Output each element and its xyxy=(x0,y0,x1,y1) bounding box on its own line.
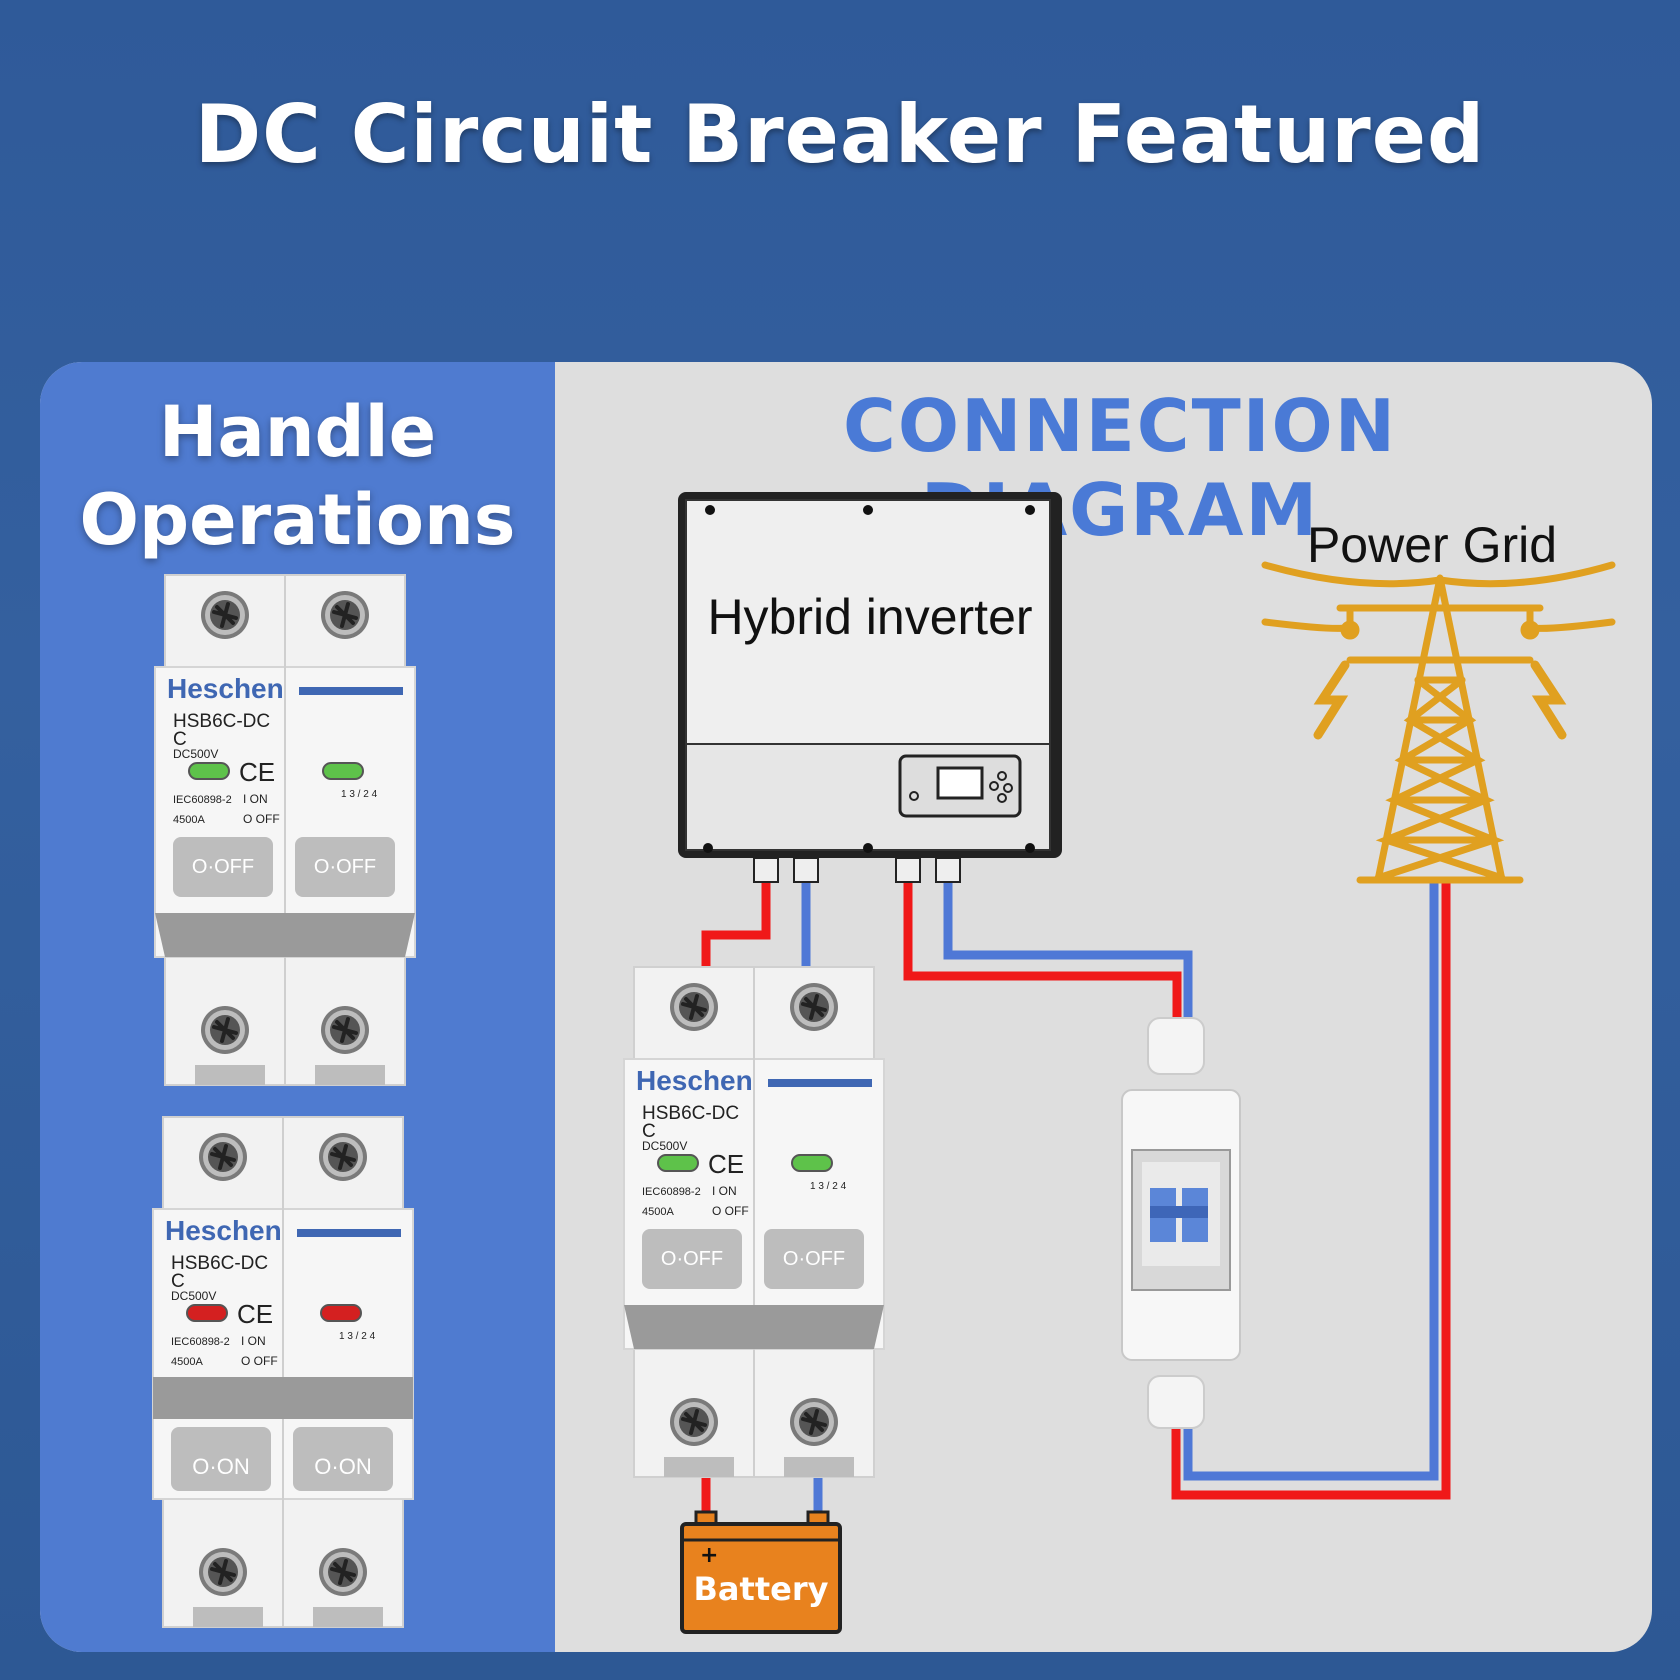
wire-isolator-grid-red xyxy=(1171,880,1451,1500)
breaker-voltage: DC500V xyxy=(171,1289,216,1303)
breaker-standard: IEC60898-2 xyxy=(642,1186,701,1198)
breaker-voltage: DC500V xyxy=(173,747,218,761)
battery-plus-label: + xyxy=(700,1543,718,1568)
breaker-terminals: 1 3 / 2 4 xyxy=(341,789,378,800)
status-led-red xyxy=(320,1304,362,1322)
breaker-capacity: 4500A xyxy=(173,814,205,826)
breaker-on-red: Heschen HSB6C-DC C DC500V CE IEC60898-2 … xyxy=(152,1116,414,1628)
status-led-red xyxy=(186,1304,228,1322)
breaker-on-mark: I ON xyxy=(243,792,268,806)
handle-operations-line2: Operations xyxy=(79,479,516,561)
breaker-capacity: 4500A xyxy=(171,1356,203,1368)
wire-isolator-grid-blue xyxy=(1183,880,1439,1481)
battery: + Battery xyxy=(680,1510,842,1634)
status-led-green xyxy=(322,762,364,780)
wire-inverter-breaker-red xyxy=(701,882,771,975)
breaker-on-mark: I ON xyxy=(712,1184,737,1198)
handle-off-label: O·OFF xyxy=(192,856,254,878)
breaker-handle[interactable] xyxy=(153,1377,413,1419)
handle-on-label: O·ON xyxy=(192,1454,249,1479)
wire-inverter-isolator-blue xyxy=(943,882,1193,1022)
breaker-model: HSB6C-DC xyxy=(171,1253,268,1274)
battery-label: Battery xyxy=(694,1570,829,1608)
breaker-terminals: 1 3 / 2 4 xyxy=(810,1181,847,1192)
inverter-label: Hybrid inverter xyxy=(707,589,1032,645)
breaker-off-mark: O OFF xyxy=(243,812,280,826)
breaker-handle[interactable] xyxy=(155,913,415,957)
inverter-control-panel xyxy=(898,754,1022,818)
breaker-curve: C xyxy=(173,729,187,750)
breaker-curve: C xyxy=(642,1121,656,1142)
status-led-green xyxy=(188,762,230,780)
breaker-standard: IEC60898-2 xyxy=(173,794,232,806)
breaker-on-mark: I ON xyxy=(241,1334,266,1348)
breaker-model: HSB6C-DC xyxy=(173,711,270,732)
ce-mark: CE xyxy=(708,1149,744,1179)
breaker-off-mark: O OFF xyxy=(241,1354,278,1368)
page-title: DC Circuit Breaker Featured xyxy=(194,88,1486,181)
breaker-terminals: 1 3 / 2 4 xyxy=(339,1331,376,1342)
ce-mark: CE xyxy=(237,1299,273,1329)
status-led-green xyxy=(791,1154,833,1172)
handle-operations-title: Handle Operations xyxy=(40,388,555,564)
handle-on-label: O·ON xyxy=(314,1454,371,1479)
handle-off-label: O·OFF xyxy=(783,1248,845,1270)
breaker-handle[interactable] xyxy=(624,1305,884,1349)
breaker-standard: IEC60898-2 xyxy=(171,1336,230,1348)
inverter-cable-glands xyxy=(753,857,961,883)
breaker-off-green: Heschen HSB6C-DC C DC500V CE IEC60898-2 … xyxy=(154,574,416,1086)
breaker-off-mark: O OFF xyxy=(712,1204,749,1218)
handle-off-label: O·OFF xyxy=(661,1248,723,1270)
breaker-brand: Heschen xyxy=(165,1215,282,1246)
hybrid-inverter: Hybrid inverter xyxy=(678,492,1062,883)
breaker-capacity: 4500A xyxy=(642,1206,674,1218)
power-grid-tower-icon xyxy=(1261,561,1616,884)
breaker-curve: C xyxy=(171,1271,185,1292)
status-led-green xyxy=(657,1154,699,1172)
power-grid-label: Power Grid xyxy=(1307,517,1557,573)
wiring xyxy=(701,880,1451,1520)
breaker-model: HSB6C-DC xyxy=(642,1103,739,1124)
isolator-box xyxy=(1121,1017,1241,1429)
wire-inverter-isolator-red xyxy=(903,882,1182,1022)
breaker-brand: Heschen xyxy=(167,673,284,704)
handle-off-label: O·OFF xyxy=(314,856,376,878)
breaker-diagram: Heschen HSB6C-DC C DC500V CE IEC60898-2 … xyxy=(623,966,885,1478)
ce-mark: CE xyxy=(239,757,275,787)
breaker-brand: Heschen xyxy=(636,1065,753,1096)
handle-operations-line1: Handle xyxy=(158,391,437,473)
breaker-voltage: DC500V xyxy=(642,1139,687,1153)
